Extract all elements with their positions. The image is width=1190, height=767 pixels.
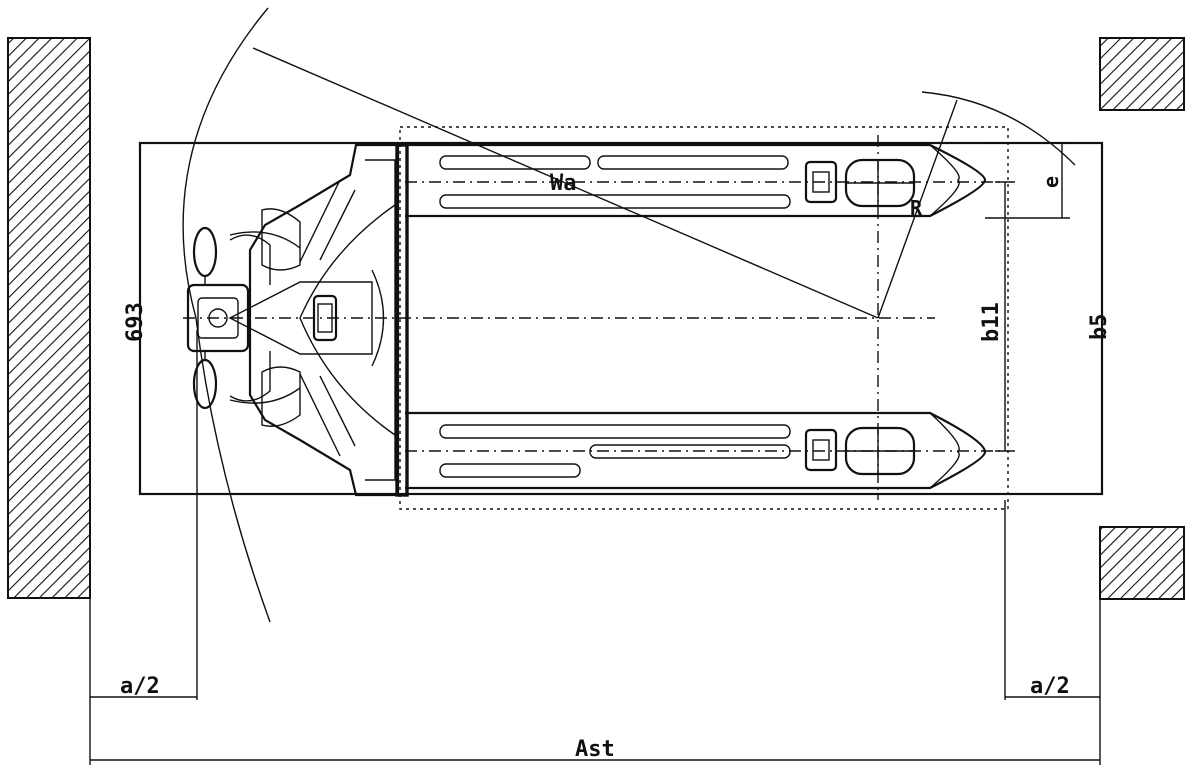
label-b5: b5 [1087, 314, 1112, 341]
outer-turning-arc [182, 7, 271, 623]
left-wall [7, 37, 91, 599]
centre-lines [183, 135, 1002, 500]
fork-lower [405, 411, 987, 490]
aisle-walls [7, 37, 1185, 600]
right-lower-obstacle [1099, 526, 1185, 600]
turning-arcs [182, 7, 1076, 623]
label-r: R [910, 196, 923, 220]
fork-upper [405, 143, 987, 218]
radius-lines [252, 47, 958, 319]
label-wa: Wa [550, 171, 577, 196]
right-upper-obstacle [1099, 37, 1185, 111]
r-radius-line [877, 99, 958, 319]
label-a-half-right: a/2 [1030, 674, 1070, 699]
wa-radius-line [252, 47, 879, 319]
fork-tip-arc [921, 91, 1076, 166]
label-e: e [1039, 176, 1063, 188]
label-b11: b11 [979, 302, 1004, 342]
dimension-lines [89, 142, 1103, 765]
label-a-half-left: a/2 [120, 674, 160, 699]
label-ast: Ast [575, 737, 615, 762]
dimension-labels: Wa R e b11 b5 693 a/2 a/2 Ast [120, 171, 1112, 762]
pallet-outline [399, 126, 1009, 510]
truck-body [228, 143, 400, 497]
label-693: 693 [123, 302, 148, 342]
